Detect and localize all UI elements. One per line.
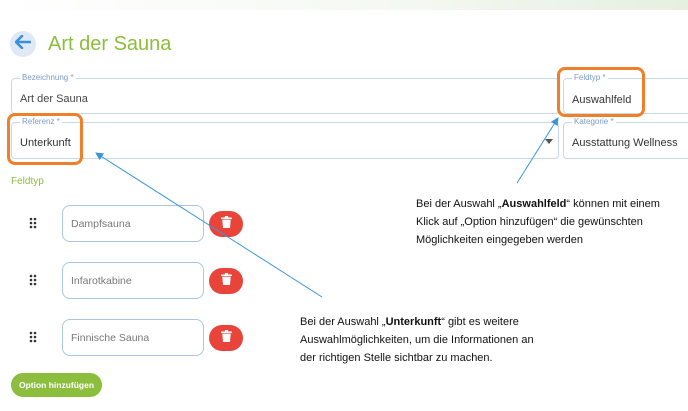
feldtyp-value: Auswahlfeld bbox=[572, 94, 632, 106]
trash-icon bbox=[220, 272, 232, 290]
option-value: Infarotkabine bbox=[71, 275, 132, 287]
kategorie-select[interactable]: Kategorie * Ausstattung Wellness bbox=[563, 116, 688, 159]
delete-option-button[interactable] bbox=[209, 211, 243, 237]
highlight-feldtyp bbox=[557, 67, 645, 117]
option-input[interactable]: Finnische Sauna bbox=[62, 319, 204, 356]
page-title: Art der Sauna bbox=[48, 33, 172, 55]
annotation-auswahlfeld: Bei der Auswahl „Auswahlfeld“ können mit… bbox=[416, 198, 660, 246]
back-button[interactable] bbox=[10, 31, 36, 57]
bezeichnung-value: Art der Sauna bbox=[20, 93, 88, 105]
top-strip bbox=[0, 0, 688, 10]
trash-icon bbox=[220, 215, 232, 233]
drag-handle-icon[interactable] bbox=[29, 217, 37, 229]
option-value: Finnische Sauna bbox=[71, 332, 150, 344]
delete-option-button[interactable] bbox=[209, 325, 243, 351]
feldtyp-field[interactable]: Feldtyp * Auswahlfeld bbox=[563, 72, 688, 114]
option-input[interactable]: Dampfsauna bbox=[62, 205, 204, 242]
feldtyp-label: Feldtyp * bbox=[572, 72, 608, 84]
drag-handle-icon[interactable] bbox=[29, 274, 37, 286]
chevron-down-icon bbox=[545, 139, 553, 144]
drag-handle-icon[interactable] bbox=[29, 331, 37, 343]
bezeichnung-label: Bezeichnung * bbox=[20, 72, 76, 84]
delete-option-button[interactable] bbox=[209, 268, 243, 294]
highlight-referenz bbox=[7, 113, 83, 165]
arrow-to-feldtyp bbox=[516, 117, 559, 184]
option-input[interactable]: Infarotkabine bbox=[62, 262, 204, 299]
arrow-to-referenz bbox=[95, 152, 323, 298]
kategorie-label: Kategorie * bbox=[572, 116, 616, 128]
referenz-label: Referenz * bbox=[20, 116, 62, 128]
annotation-unterkunft: Bei der Auswahl „Unterkunft“ gibt es wei… bbox=[300, 316, 534, 364]
referenz-value: Unterkunft bbox=[20, 137, 71, 149]
arrow-left-icon bbox=[14, 34, 32, 54]
bezeichnung-field[interactable]: Bezeichnung * Art der Sauna bbox=[11, 72, 559, 114]
add-option-button[interactable]: Option hinzufügen bbox=[11, 373, 102, 397]
options-section-label: Feldtyp bbox=[11, 176, 44, 187]
option-value: Dampfsauna bbox=[71, 218, 131, 230]
trash-icon bbox=[220, 329, 232, 347]
kategorie-value: Ausstattung Wellness bbox=[572, 137, 678, 149]
